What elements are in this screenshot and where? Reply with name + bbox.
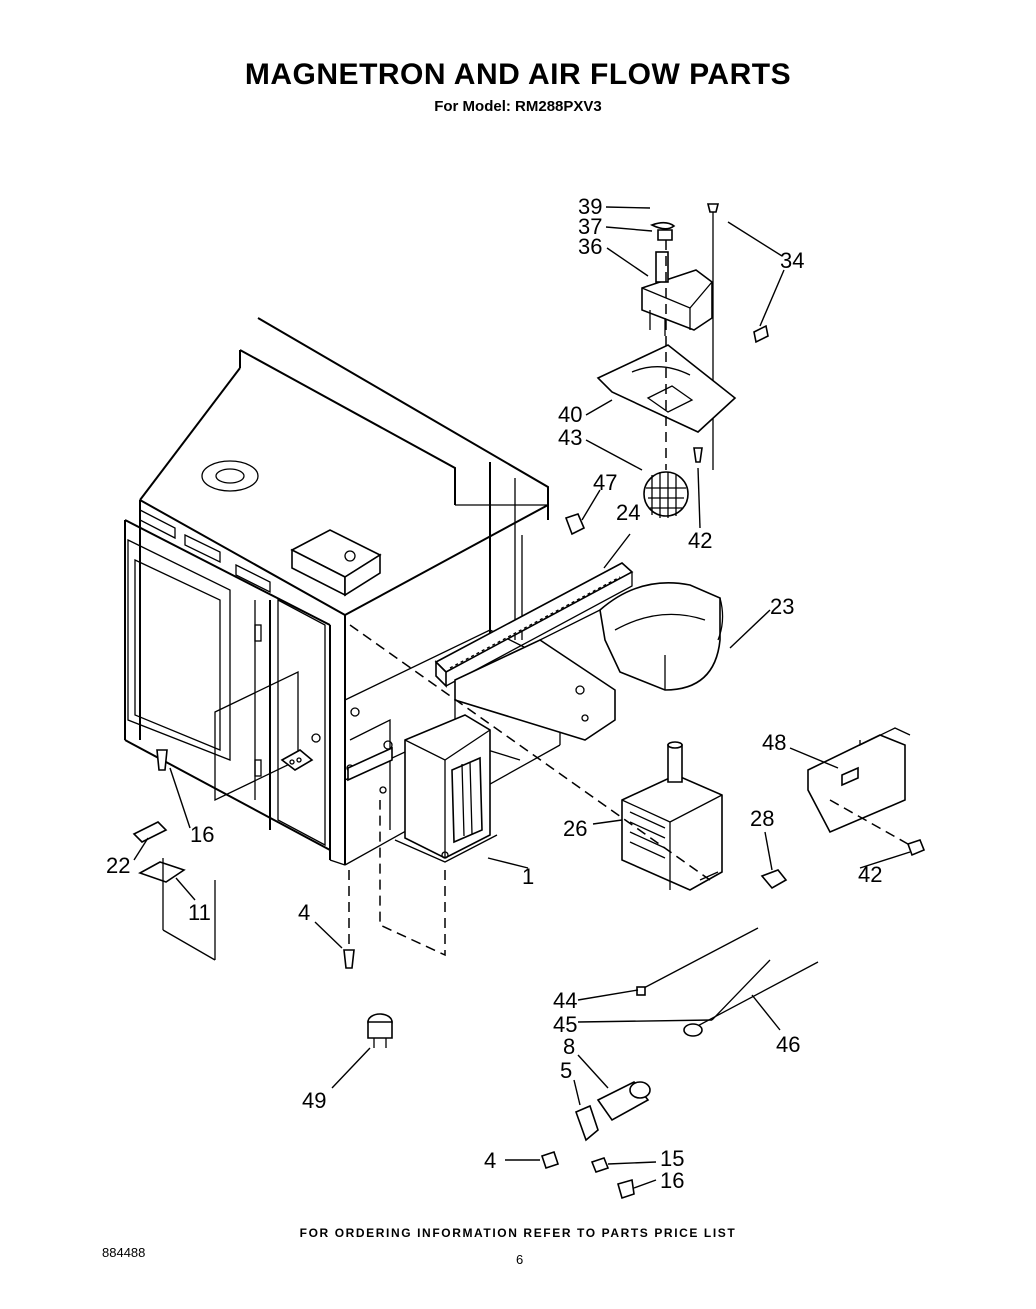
callout-16-lower: 16 [660, 1168, 684, 1193]
callout-26: 26 [563, 816, 587, 841]
callout-48: 48 [762, 730, 786, 755]
callout-8: 8 [563, 1034, 575, 1059]
oven-cabinet-drawing [124, 317, 561, 866]
callout-44: 44 [553, 988, 577, 1013]
callout-37: 37 [578, 214, 602, 239]
screw-drawing [343, 949, 355, 969]
wire-harness-drawing [636, 927, 819, 1037]
callout-4-lower: 4 [484, 1148, 496, 1173]
callout-36: 36 [578, 234, 602, 259]
bracket-drawing [807, 727, 926, 857]
callout-39: 39 [578, 194, 602, 219]
callout-46: 46 [776, 1032, 800, 1057]
callout-43: 43 [558, 425, 582, 450]
page-title: MAGNETRON AND AIR FLOW PARTS [244, 58, 792, 91]
callout-42-upper: 42 [688, 528, 712, 553]
callout-5: 5 [560, 1058, 572, 1083]
transformer-drawing [379, 714, 498, 957]
fan-motor-assembly-drawing [596, 203, 769, 518]
callout-45: 45 [553, 1012, 577, 1037]
callout-28: 28 [750, 806, 774, 831]
capacitor-drawing [540, 1080, 651, 1200]
fuse-holder-drawing [132, 749, 216, 961]
callout-4-center: 4 [298, 900, 310, 925]
callout-16-left: 16 [190, 822, 214, 847]
callout-47: 47 [593, 470, 617, 495]
leader-lines [133, 206, 911, 1189]
cap-drawing [367, 1013, 393, 1048]
callout-24: 24 [616, 500, 640, 525]
callout-15: 15 [660, 1146, 684, 1171]
callout-11: 11 [188, 900, 211, 925]
model-subtitle: For Model: RM288PXV3 [434, 98, 602, 115]
callout-23: 23 [770, 594, 794, 619]
callout-34: 34 [780, 248, 804, 273]
callout-49: 49 [302, 1088, 326, 1113]
callout-40: 40 [558, 402, 582, 427]
document-code: 884488 [102, 1245, 146, 1260]
callout-22: 22 [106, 853, 130, 878]
page-number: 6 [516, 1252, 524, 1267]
callout-42-lower: 42 [858, 862, 882, 887]
magnetron-drawing [349, 624, 788, 891]
callout-1: 1 [522, 864, 534, 889]
ordering-note: FOR ORDERING INFORMATION REFER TO PARTS … [299, 1226, 737, 1240]
